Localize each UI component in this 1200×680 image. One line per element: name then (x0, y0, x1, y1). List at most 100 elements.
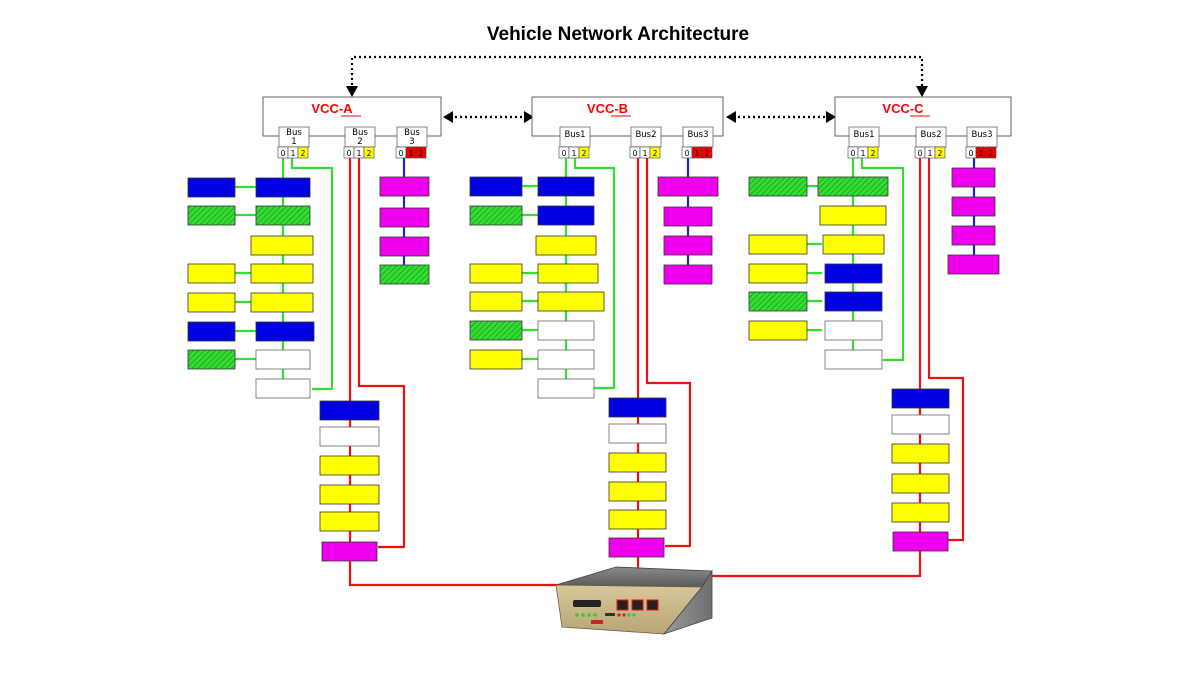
bus-label: Bus1 (853, 130, 874, 140)
bus-cell-label: 2 (367, 149, 372, 158)
vcc-a-to-vcc-c-link (350, 55, 924, 90)
status-led-icon (627, 613, 631, 617)
b-bus1-node (537, 205, 595, 226)
a-bus3-node (379, 176, 430, 197)
b-bus2-node (608, 537, 665, 558)
b-bus3-node (663, 206, 713, 227)
a-bus1-side-node (187, 321, 236, 342)
bus-label: 1 (291, 137, 296, 147)
b-bus3-node (663, 235, 713, 256)
a-bus1-node (250, 292, 314, 313)
bus-cell (415, 146, 427, 159)
bus-cell-label: 1 (979, 149, 984, 158)
b-bus1-node (537, 176, 595, 197)
b-bus1-node (537, 320, 595, 341)
bus-cell-label: 1 (695, 149, 700, 158)
device-connector (573, 600, 601, 607)
status-led-icon (587, 613, 591, 617)
a-bus3-node (379, 264, 430, 285)
c-bus1-node (824, 320, 883, 341)
device-port-3 (646, 599, 659, 611)
bus-cell-label: 1 (643, 149, 648, 158)
arrowhead-icon (826, 111, 836, 123)
bus-cell (649, 146, 661, 159)
bus-cell-label: 2 (871, 149, 876, 158)
b-bus1-node (537, 263, 599, 284)
bus2-return-wire (645, 158, 692, 548)
ecu-nodes (187, 167, 1000, 562)
b-bus1-side-node (469, 263, 523, 284)
bus-cell-label: 2 (938, 149, 943, 158)
arrowhead-icon (443, 111, 453, 123)
bus-cell (867, 146, 879, 159)
interface-device (555, 566, 713, 635)
bus-cell (934, 146, 946, 159)
bus-cell-label: 2 (301, 149, 306, 158)
a-bus2-node (321, 541, 378, 562)
c-bus1-side-node (748, 320, 808, 341)
bus-cell (297, 146, 309, 159)
b-bus2-node (608, 423, 667, 444)
bus-cell (363, 146, 375, 159)
a-bus2-node (319, 511, 380, 532)
bus1-return-wire (573, 158, 616, 390)
vcc-title: VCC-B (587, 101, 628, 116)
bus-cell-label: 0 (347, 149, 352, 158)
b-bus2-node (608, 397, 667, 418)
c-bus1-node (824, 349, 883, 370)
b-bus1-node (535, 235, 597, 256)
bus-cell-label: 0 (399, 149, 404, 158)
a-bus1-side-node (187, 205, 236, 226)
a-bus1-node (255, 378, 311, 399)
bus-cell-label: 1 (861, 149, 866, 158)
bus2-return-wire (357, 158, 406, 549)
bus-cell-label: 0 (685, 149, 690, 158)
c-bus1-side-node (748, 291, 808, 312)
b-bus1-side-node (469, 176, 523, 197)
c-bus2-node (891, 388, 950, 409)
bus-label: Bus3 (971, 130, 992, 140)
status-led-icon (593, 613, 597, 617)
bus-cell-label: 2 (419, 149, 424, 158)
a-bus1-node (255, 205, 311, 226)
b-bus1-side-node (469, 349, 523, 370)
bus-cell-label: 0 (918, 149, 923, 158)
c-bus3-node (951, 167, 996, 188)
status-led-icon (581, 613, 585, 617)
status-led-icon (632, 613, 636, 617)
c-bus1-node (822, 234, 885, 255)
b-bus1-node (537, 349, 595, 370)
bus-cell-label: 0 (562, 149, 567, 158)
a-bus1-node (255, 177, 311, 198)
c-bus2-node (891, 502, 950, 523)
c-bus2-node (891, 414, 950, 435)
c-bus1-node (817, 176, 889, 197)
c-bus1-side-node (748, 263, 808, 284)
a-bus2-node (319, 484, 380, 505)
c-bus1-side-node (748, 234, 808, 255)
arrowhead-icon (726, 111, 736, 123)
a-bus3-node (379, 207, 430, 228)
device-port-1 (616, 599, 629, 611)
a-bus1-side-node (187, 349, 236, 370)
bus-cell-label: 0 (969, 149, 974, 158)
b-bus3-node (657, 176, 719, 197)
a-bus2-node (319, 426, 380, 447)
a-bus1-side-node (187, 263, 236, 284)
bus-cell-label: 2 (582, 149, 587, 158)
c-bus2-node (891, 473, 950, 494)
bus-label: Bus (352, 128, 368, 138)
a-bus1-side-node (187, 292, 236, 313)
status-led-icon (622, 613, 626, 617)
bus-cell-label: 0 (633, 149, 638, 158)
c-bus1-node (824, 263, 883, 284)
c-bus1-side-node (748, 176, 808, 197)
bus-cell-label: 2 (989, 149, 994, 158)
b-bus1-side-node (469, 320, 523, 341)
a-bus3-node (379, 236, 430, 257)
c-bus3-node (951, 196, 996, 217)
c-bus1-node (824, 291, 883, 312)
